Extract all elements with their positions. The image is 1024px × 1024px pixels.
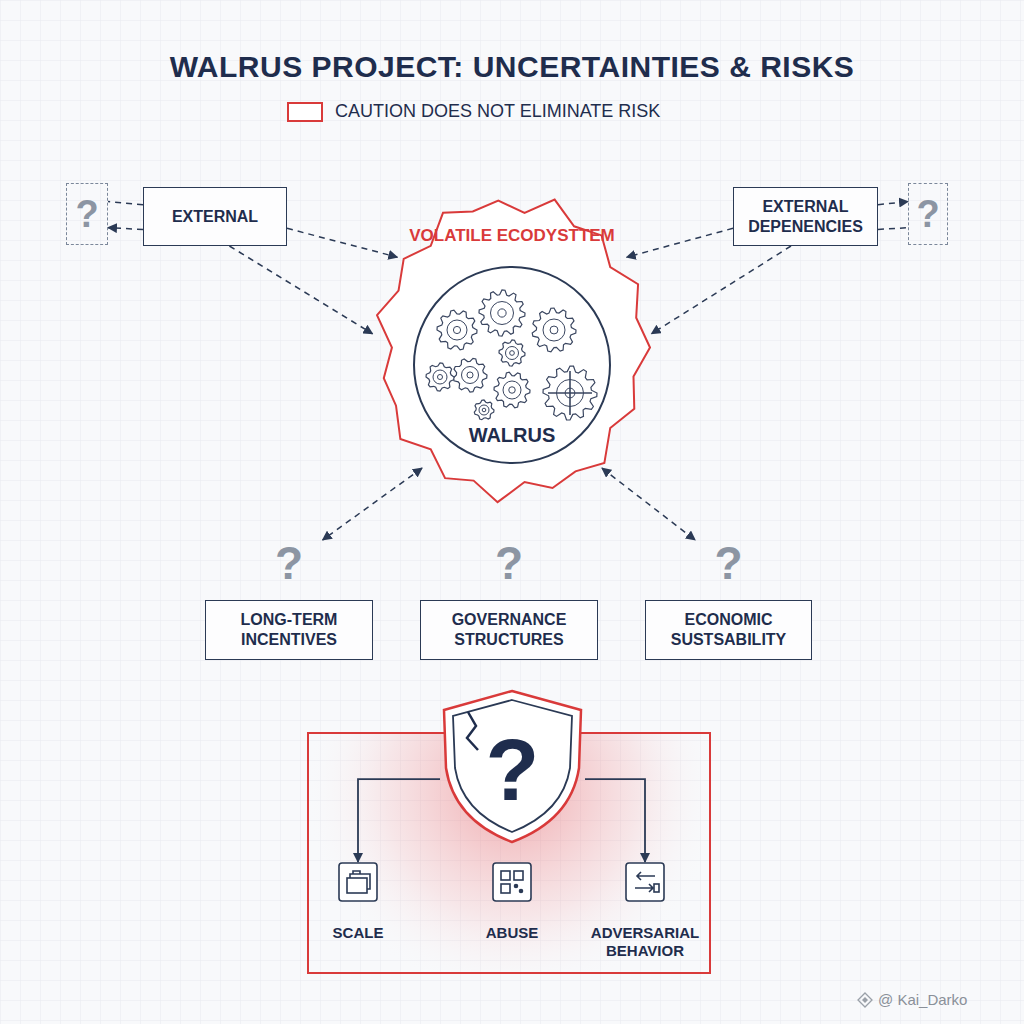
dashed-connector xyxy=(287,228,397,257)
question-mark: ? xyxy=(714,540,742,586)
core-label: WALRUS xyxy=(469,424,556,447)
gear xyxy=(532,308,576,352)
elbow-arrow xyxy=(358,779,440,862)
uncertainty-frame: ECONOMIC SUSTSABILITY xyxy=(645,600,812,660)
box-label: LONG-TERM INCENTIVES xyxy=(214,610,364,650)
question-mark: ? xyxy=(495,540,523,586)
icon-scale xyxy=(338,862,378,902)
uncertainty-frame: LONG-TERM INCENTIVES xyxy=(205,600,373,660)
gear xyxy=(437,310,477,350)
threat-icon: ADVERSARIAL BEHAVIOR xyxy=(583,862,707,960)
question-mark: ? xyxy=(75,193,98,236)
dashed-connector xyxy=(627,228,733,257)
ecosystem-label: VOLATILE ECODYSTTEM xyxy=(372,226,652,246)
legend-swatch xyxy=(287,102,323,122)
legend-text: CAUTION DOES NOT ELIMINATE RISK xyxy=(335,101,660,122)
unknown-box: ? xyxy=(908,183,948,245)
volatile-ecosystem: VOLATILE ECODYSTTEM WALRUS xyxy=(372,190,652,505)
watermark-icon xyxy=(858,993,872,1007)
box-label: GOVERNANCE STRUCTURES xyxy=(429,610,589,650)
gear xyxy=(453,358,487,392)
question-mark: ? xyxy=(275,540,303,586)
watermark: @ Kai_Darko xyxy=(878,991,967,1008)
unknown-box: ? xyxy=(66,183,108,245)
box-label: EXTERNAL xyxy=(172,207,258,227)
question-mark: ? xyxy=(916,193,939,236)
gear xyxy=(543,366,597,420)
box-label: ECONOMIC SUSTSABILITY xyxy=(654,610,803,650)
icon-label: SCALE xyxy=(333,924,384,942)
shield-question-mark: ? xyxy=(486,726,540,814)
core-circle: WALRUS xyxy=(412,265,612,465)
box-label: EXTERNAL DEPENENCIES xyxy=(742,197,869,237)
dashed-connector xyxy=(651,246,791,334)
dashed-connector xyxy=(602,468,695,540)
dashed-connector xyxy=(878,202,908,205)
threat-icon: ABUSE xyxy=(466,862,558,942)
uncertainty-frame: GOVERNANCE STRUCTURES xyxy=(420,600,598,660)
icon-abuse xyxy=(492,862,532,902)
icon-adv xyxy=(625,862,665,902)
dashed-connector xyxy=(878,228,908,230)
legend-item: CAUTION DOES NOT ELIMINATE RISK xyxy=(287,101,660,122)
dependency-box: EXTERNAL DEPENENCIES xyxy=(733,187,878,246)
gear xyxy=(426,363,454,391)
dependency-box: EXTERNAL xyxy=(143,187,287,246)
uncertainty-box: ? GOVERNANCE STRUCTURES xyxy=(420,540,598,660)
gear xyxy=(479,290,525,336)
gear xyxy=(474,400,494,420)
threat-icon: SCALE xyxy=(312,862,404,942)
dashed-connector xyxy=(108,228,143,230)
dashed-connector xyxy=(108,202,143,205)
uncertainty-box: ? ECONOMIC SUSTSABILITY xyxy=(645,540,812,660)
icon-label: ADVERSARIAL BEHAVIOR xyxy=(583,924,707,960)
icon-label: ABUSE xyxy=(486,924,539,942)
uncertainty-box: ? LONG-TERM INCENTIVES xyxy=(205,540,373,660)
dashed-connector xyxy=(323,468,422,540)
title: WALRUS PROJECT: UNCERTAINTIES & RISKS xyxy=(0,50,1024,84)
gear xyxy=(499,340,525,366)
gear xyxy=(494,372,530,408)
risk-shield: ? xyxy=(440,688,585,845)
elbow-arrow xyxy=(585,779,645,862)
dashed-connector xyxy=(229,246,372,334)
